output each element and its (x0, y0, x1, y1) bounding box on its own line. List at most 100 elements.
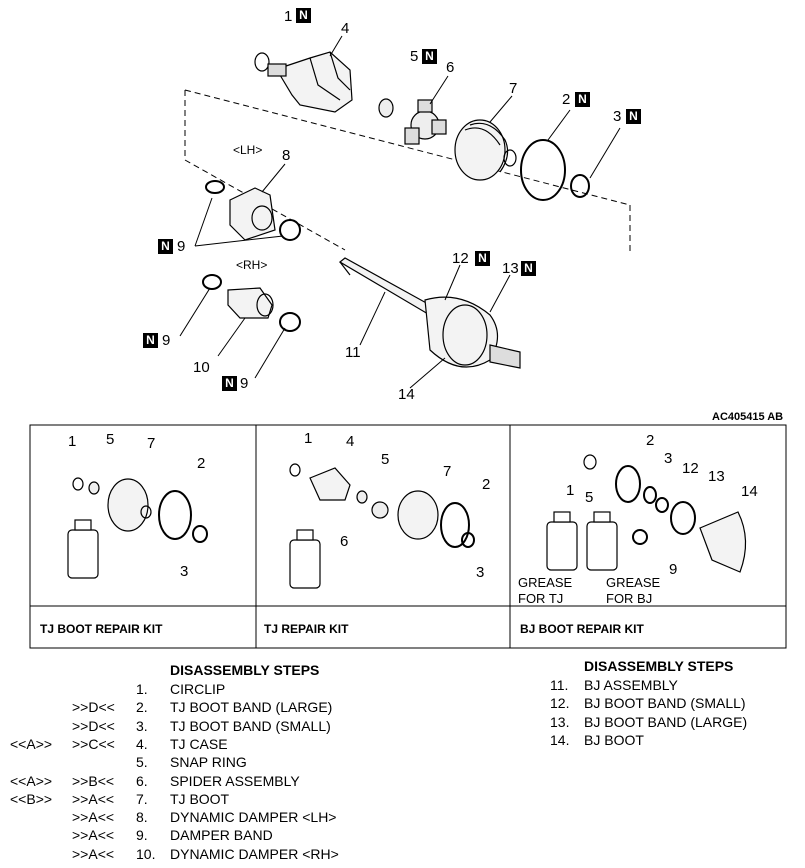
step-row: <<A>> >>B<< 6. SPIDER ASSEMBLY (0, 772, 805, 790)
step-service-code-a: <<A>> (10, 772, 53, 789)
kit1-callout-5: 5 (106, 431, 115, 448)
step-row: 12. BJ BOOT BAND (SMALL) (0, 694, 805, 712)
callout-4: 4 (341, 20, 350, 37)
step-row: 13. BJ BOOT BAND (LARGE) (0, 713, 805, 731)
callout-5: 5 (410, 48, 419, 65)
callout-14: 14 (398, 386, 415, 403)
kit-title-bj-boot: BJ BOOT REPAIR KIT (520, 622, 644, 636)
step-number: 5. (136, 754, 148, 771)
step-name: BJ BOOT BAND (LARGE) (584, 713, 748, 730)
step-row: <<B>>>>A<<7.TJ BOOT (0, 790, 805, 808)
non-reusable-badge: N (575, 92, 590, 107)
step-number: 4. (136, 735, 148, 752)
step-service-code-b: >>D<< (72, 717, 115, 734)
step-service-code-b: >>A<< (72, 809, 115, 826)
steps-left-title: DISASSEMBLY STEPS (170, 662, 320, 678)
non-reusable-badge: N (521, 261, 536, 276)
kit2-callout-3: 3 (476, 564, 485, 581)
step-number: 14. (550, 731, 570, 748)
callout-10: 10 (193, 359, 210, 376)
step-number: 6. (136, 772, 148, 789)
step-number: 7. (136, 790, 148, 807)
kit3-callout-5: 5 (585, 489, 594, 506)
steps-right-title: DISASSEMBLY STEPS (584, 658, 734, 674)
callout-12: 12 (452, 250, 469, 267)
step-name: CIRCLIP (170, 681, 226, 697)
kit-bj-boot-parts (546, 454, 747, 573)
step-service-code-b: >>A<< (72, 845, 115, 862)
callout-8: 8 (282, 147, 291, 164)
callout-13: 13 (502, 260, 519, 277)
step-name: BJ ASSEMBLY (584, 677, 678, 693)
circlip-part (254, 52, 270, 72)
step-service-code-b: >>A<< (72, 827, 115, 844)
dynamic-damper-rh-part (202, 274, 301, 332)
grease-bj-line2: FOR BJ (606, 591, 653, 606)
kit3-callout-3: 3 (664, 450, 673, 467)
tj-boot-part (454, 119, 517, 181)
kit1-callout-3: 3 (180, 563, 189, 580)
boot-band-large-part (520, 139, 566, 201)
step-name: BJ BOOT (584, 731, 644, 748)
step-name: DYNAMIC DAMPER <RH> (170, 845, 339, 862)
step-number: 13. (550, 713, 570, 730)
step-name: SPIDER ASSEMBLY (170, 772, 300, 789)
step-number: 11. (550, 677, 569, 693)
non-reusable-badge: N (626, 109, 641, 124)
rh-label: <RH> (236, 258, 268, 272)
step-name: SNAP RING (170, 754, 247, 771)
snap-ring-part (378, 98, 394, 118)
step-name: BJ BOOT BAND (SMALL) (584, 695, 746, 712)
step-service-code-b: >>B<< (72, 772, 115, 789)
step-service-code-b: >>C<< (72, 735, 115, 752)
step-row: >>A<<8.DYNAMIC DAMPER <LH> (0, 808, 805, 826)
kit3-callout-12: 12 (682, 460, 699, 477)
non-reusable-badge: N (222, 376, 237, 391)
callout-6: 6 (446, 59, 455, 76)
grease-tj-line2: FOR TJ (518, 591, 564, 606)
step-row: 14. BJ BOOT (0, 731, 805, 749)
step-number: 12. (550, 695, 570, 712)
step-service-code-a: <<A>> (10, 735, 53, 752)
leader-lines (179, 35, 621, 389)
callout-3: 3 (613, 108, 622, 125)
grease-bj-line1: GREASE (606, 575, 661, 590)
bj-assembly-part (338, 257, 521, 369)
kit-title-tj-repair: TJ REPAIR KIT (264, 622, 349, 636)
kit1-callout-2: 2 (197, 455, 206, 472)
non-reusable-badge: N (158, 239, 173, 254)
callout-9-lh: 9 (177, 238, 186, 255)
grease-tj-label: GREASE FOR TJ (518, 575, 572, 607)
step-row: >>A<<10.DYNAMIC DAMPER <RH> (0, 845, 805, 863)
boot-band-small-part (570, 174, 590, 198)
kit2-callout-2: 2 (482, 476, 491, 493)
kit-title-tj-boot: TJ BOOT REPAIR KIT (40, 622, 163, 636)
step-name: TJ BOOT BAND (SMALL) (170, 717, 331, 734)
step-row: >>D<< 2. TJ BOOT BAND (LARGE) (0, 698, 805, 716)
kit2-callout-1: 1 (304, 430, 313, 447)
callout-1: 1 (284, 8, 293, 25)
step-name: TJ BOOT BAND (LARGE) (170, 699, 333, 716)
kit3-callout-13: 13 (708, 468, 725, 485)
non-reusable-badge: N (475, 251, 490, 266)
step-service-code-a: <<B>> (10, 790, 53, 807)
callout-11: 11 (345, 344, 361, 361)
step-row: <<A>>>>C<<4.TJ CASE (0, 735, 805, 753)
spider-assembly-part (404, 99, 447, 145)
non-reusable-badge: N (296, 8, 311, 23)
callout-9-rh-left: 9 (162, 332, 171, 349)
lh-label: <LH> (233, 143, 263, 157)
step-name: TJ BOOT (170, 790, 230, 807)
step-row: >>D<< 3. TJ BOOT BAND (SMALL) (0, 717, 805, 735)
callout-7: 7 (509, 80, 518, 97)
kit3-callout-2: 2 (646, 432, 655, 449)
kit3-callout-1: 1 (566, 482, 575, 499)
kit2-callout-4: 4 (346, 433, 355, 450)
step-service-code-b: >>D<< (72, 699, 115, 716)
callout-9-rh-right: 9 (240, 375, 249, 392)
step-number: 3. (136, 717, 148, 734)
grease-tj-line1: GREASE (518, 575, 573, 590)
kit3-callout-9: 9 (669, 561, 678, 578)
step-number: 2. (136, 699, 148, 716)
non-reusable-badge: N (143, 333, 158, 348)
